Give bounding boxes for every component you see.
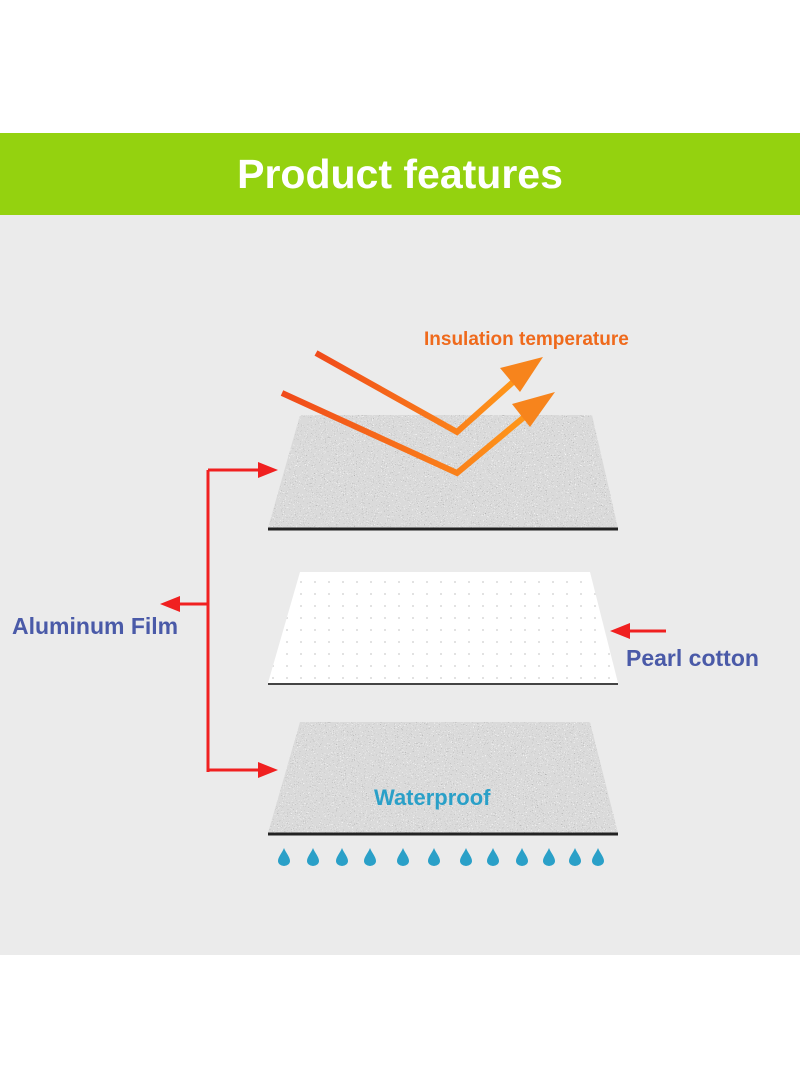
- water-drop-icon: [428, 848, 440, 866]
- page-title: Product features: [237, 150, 563, 197]
- water-drop-icon: [543, 848, 555, 866]
- water-drop-icon: [278, 848, 290, 866]
- aluminum-layer-top: [268, 415, 618, 531]
- aluminum-film-label: Aluminum Film: [12, 613, 179, 639]
- water-drop-icon: [307, 848, 319, 866]
- aluminum-connector-arrows: [160, 462, 278, 778]
- insulation-temperature-label: Insulation temperature: [424, 329, 629, 350]
- pearl-cotton-layer: [268, 572, 618, 685]
- water-drop-icon: [569, 848, 581, 866]
- water-drop-icon: [487, 848, 499, 866]
- water-drop-icon: [516, 848, 528, 866]
- water-drop-icon: [364, 848, 376, 866]
- waterproof-label: Waterproof: [374, 785, 491, 810]
- water-drop-icon: [460, 848, 472, 866]
- water-drop-icon: [397, 848, 409, 866]
- aluminum-layer-bottom: [268, 722, 618, 836]
- title-banner: Product features: [0, 133, 800, 215]
- water-drop-icon: [336, 848, 348, 866]
- pearl-cotton-label: Pearl cotton: [626, 645, 759, 671]
- heat-reflection-arrows: [280, 350, 537, 477]
- water-drop-icon: [592, 848, 604, 866]
- water-drops: [278, 848, 604, 866]
- arrowheads-orange: [500, 357, 555, 427]
- pearl-cotton-arrow: [610, 623, 666, 639]
